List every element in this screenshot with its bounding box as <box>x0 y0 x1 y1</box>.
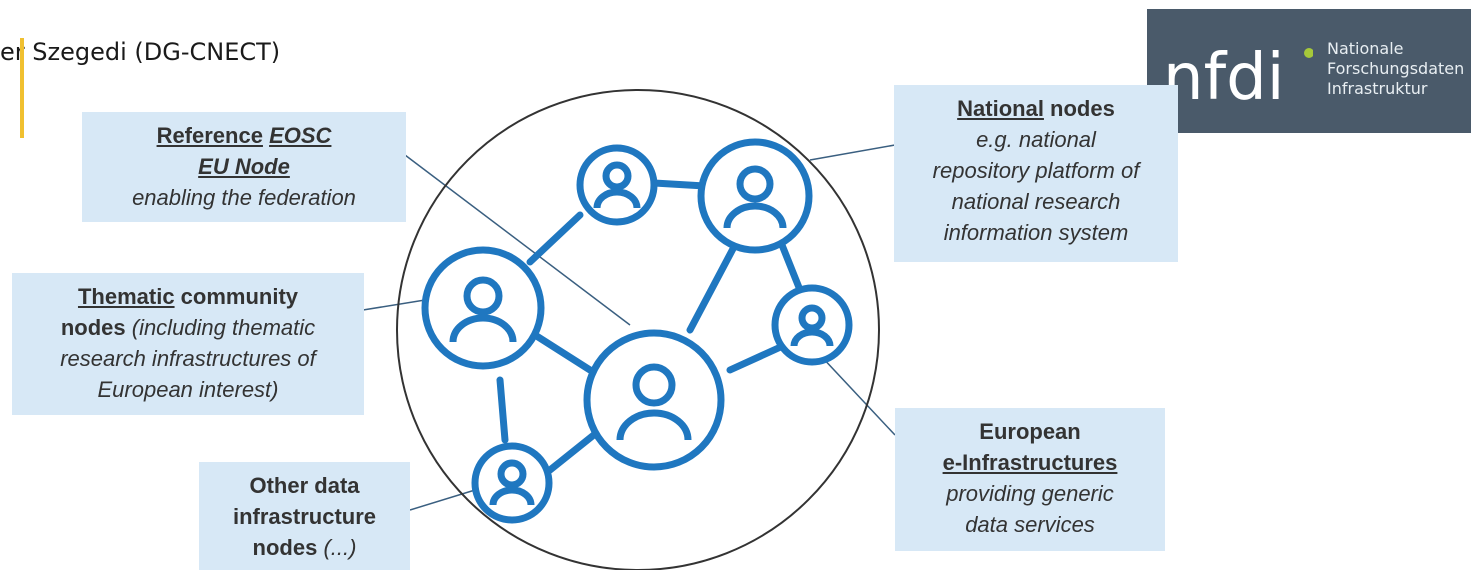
box-other: Other data infrastructure nodes (...) <box>199 462 410 570</box>
european-line1: European <box>979 419 1081 444</box>
thematic-line3: research infrastructures of <box>60 346 316 371</box>
other-line2: infrastructure <box>232 504 377 529</box>
federation-circle <box>396 89 880 570</box>
thematic-nodes: nodes <box>60 315 126 340</box>
national-line5: information system <box>943 220 1129 245</box>
box-national: National nodes e.g. national repository … <box>894 85 1178 262</box>
connector-thematic <box>362 299 426 311</box>
speaker-name: er Szegedi (DG-CNECT) <box>0 38 281 66</box>
european-line3: providing generic <box>946 481 1114 506</box>
other-ellipsis: (...) <box>317 535 357 560</box>
nfdi-logo-dot <box>1304 48 1313 58</box>
nfdi-logo-mark: nfdi <box>1163 41 1313 115</box>
european-line4: data services <box>965 512 1095 537</box>
national-head: National <box>957 96 1044 121</box>
box-eu-node: Reference EOSC EU Node enabling the fede… <box>82 112 406 222</box>
thematic-head: Thematic <box>77 284 175 309</box>
national-line4: national research <box>951 189 1121 214</box>
box-european: European e-Infrastructures providing gen… <box>895 408 1165 551</box>
connector-other <box>409 489 476 511</box>
node-bottom-small <box>471 442 553 524</box>
connector-eu-node <box>404 154 631 326</box>
thematic-paren: (including thematic <box>125 315 316 340</box>
box-thematic: Thematic community nodes (including them… <box>12 273 364 415</box>
connector-national <box>809 144 896 161</box>
node-right-small <box>771 284 853 366</box>
nfdi-line-2: Forschungsdaten <box>1327 59 1465 78</box>
node-top-small <box>576 144 658 226</box>
national-line3: repository platform of <box>932 158 1140 183</box>
other-line1: Other data <box>249 473 360 498</box>
node-left-large <box>421 246 545 370</box>
other-nodes: nodes <box>252 535 318 560</box>
node-center-large <box>583 329 725 471</box>
eu-node-ref: Reference <box>156 123 263 148</box>
node-top-large <box>697 138 813 254</box>
connector-european <box>819 354 896 436</box>
eu-node-desc: enabling the federation <box>132 185 356 210</box>
european-line2: e-Infrastructures <box>942 450 1118 475</box>
nfdi-line-3: Infrastruktur <box>1327 79 1428 98</box>
nfdi-line-1: Nationale <box>1327 39 1404 58</box>
national-line2: e.g. national <box>976 127 1096 152</box>
nfdi-logo-wordmark: Nationale Forschungsdaten Infrastruktur <box>1327 39 1464 99</box>
eu-node-eosc: EOSC <box>269 123 332 148</box>
nfdi-logo: nfdi Nationale Forschungsdaten Infrastru… <box>1147 9 1471 133</box>
thematic-head-rest: community <box>174 284 299 309</box>
thematic-line4: European interest) <box>97 377 279 402</box>
network-nodes <box>421 138 853 524</box>
national-head-rest: nodes <box>1043 96 1115 121</box>
eu-node-label: EU Node <box>198 154 290 179</box>
network-edges <box>496 179 804 474</box>
speaker-accent-bar <box>20 38 24 138</box>
nfdi-logo-text: nfdi <box>1163 41 1285 115</box>
